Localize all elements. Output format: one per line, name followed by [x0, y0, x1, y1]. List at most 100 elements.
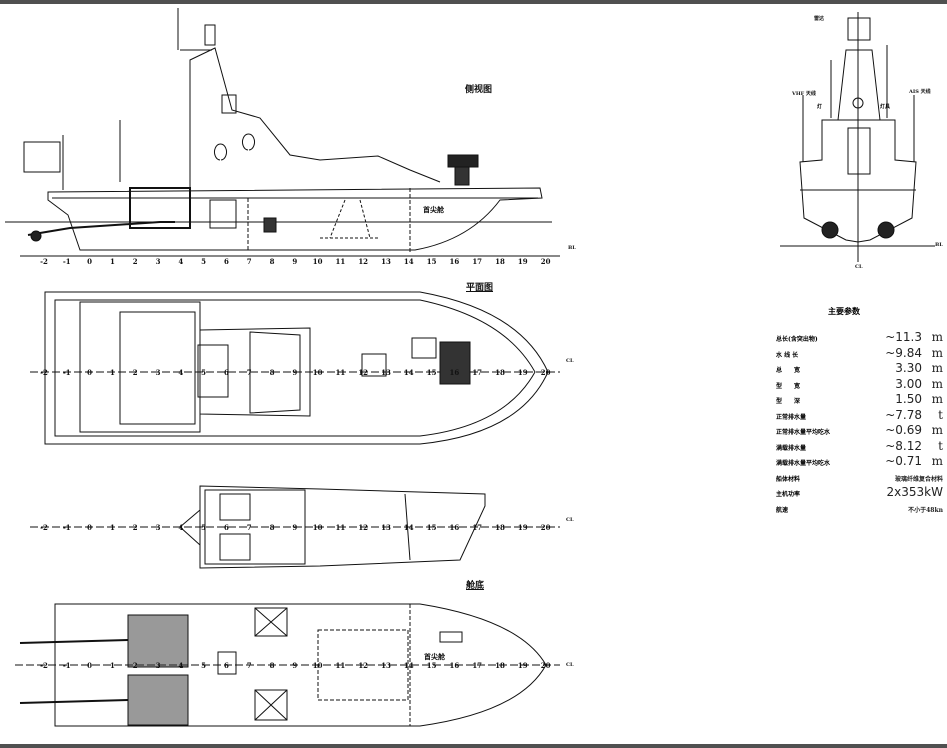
- station-label: 7: [247, 661, 252, 670]
- bottom-centerline-label: CL: [566, 662, 574, 668]
- vhf-label: VHF 天线: [792, 91, 816, 97]
- param-value: 玻璃纤维复合材料: [894, 475, 943, 483]
- top-border: [0, 0, 947, 4]
- station-label: 9: [292, 661, 297, 670]
- deck-centerline-label: CL: [566, 517, 574, 523]
- deck-view: [30, 485, 560, 569]
- station-label: 10: [313, 661, 323, 670]
- station-label: 13: [381, 257, 391, 266]
- param-row: 航速不小于48kn: [776, 501, 946, 516]
- station-label: -2: [40, 661, 48, 670]
- station-label: 20: [541, 257, 551, 266]
- station-label: 13: [381, 368, 391, 377]
- station-label: 9: [292, 368, 297, 377]
- param-value: ~8.12: [885, 438, 922, 453]
- station-label: 14: [404, 257, 414, 266]
- station-label: 7: [247, 523, 252, 532]
- param-value: ~11.3: [885, 330, 922, 344]
- param-value: 不小于48kn: [908, 506, 943, 514]
- station-label: 3: [156, 523, 161, 532]
- station-label: 3: [156, 661, 161, 670]
- station-label: 18: [495, 523, 505, 532]
- station-label: 1: [110, 523, 115, 532]
- param-unit: m: [931, 454, 943, 468]
- station-label: 4: [178, 661, 183, 670]
- param-value: 3.30: [895, 361, 922, 375]
- station-label: 18: [495, 257, 505, 266]
- station-label: 19: [518, 523, 528, 532]
- station-label: 16: [450, 257, 460, 266]
- station-label: 20: [541, 661, 551, 670]
- param-label: 总长(含突出物): [776, 336, 818, 343]
- station-label: -1: [63, 368, 71, 377]
- param-label: 主机功率: [776, 491, 801, 498]
- radar-label: 雷达: [814, 16, 825, 22]
- station-label: 16: [450, 523, 460, 532]
- param-label: 型 深: [776, 398, 801, 405]
- station-label: 10: [313, 368, 323, 377]
- station-label: 18: [495, 661, 505, 670]
- station-label: 6: [224, 523, 229, 532]
- station-label: 2: [133, 661, 138, 670]
- station-label: 14: [404, 523, 414, 532]
- param-value: 1.50: [895, 392, 922, 406]
- station-label: 1: [110, 661, 115, 670]
- station-label: 15: [427, 523, 437, 532]
- side-view-title: 侧视图: [465, 85, 493, 95]
- station-label: 13: [381, 661, 391, 670]
- bottom-view: [15, 603, 560, 727]
- station-label: 8: [270, 523, 275, 532]
- plan-view-title: 平面图: [466, 283, 494, 293]
- station-label: 15: [427, 661, 437, 670]
- station-label: -1: [63, 523, 71, 532]
- station-label: 13: [381, 523, 391, 532]
- param-label: 船体材料: [776, 475, 801, 483]
- param-label: 型 宽: [776, 382, 801, 390]
- station-label: 17: [472, 368, 482, 377]
- station-label: 7: [247, 257, 252, 266]
- station-label: 5: [201, 523, 206, 532]
- param-label: 满载排水量平均吃水: [776, 460, 831, 467]
- station-label: -2: [40, 257, 48, 266]
- station-label: 11: [336, 368, 346, 377]
- station-label: -1: [63, 257, 71, 266]
- station-label: 11: [336, 523, 346, 532]
- station-label: 1: [110, 257, 115, 266]
- param-unit: m: [931, 392, 943, 406]
- station-label: 2: [133, 368, 138, 377]
- station-label: 1: [110, 368, 115, 377]
- param-unit: t: [938, 407, 943, 422]
- station-label: 4: [178, 257, 183, 266]
- section-centerline-label: CL: [855, 264, 863, 270]
- station-label: 5: [201, 661, 206, 670]
- param-unit: m: [931, 423, 943, 437]
- plan-centerline-label: CL: [566, 358, 574, 364]
- station-label: 3: [156, 257, 161, 266]
- side-view: [5, 8, 560, 257]
- station-label: 4: [178, 368, 183, 377]
- param-row: 型 深 1.50 m: [776, 392, 946, 407]
- params-title: 主要参数: [828, 306, 860, 316]
- station-label: 17: [472, 523, 482, 532]
- section-view: [780, 12, 935, 262]
- station-label: 17: [472, 661, 482, 670]
- station-label: 19: [518, 257, 528, 266]
- station-label: 19: [518, 368, 528, 377]
- param-row: 船体材料 玻璃纤维复合材料: [776, 470, 946, 485]
- plan-view: [30, 291, 560, 445]
- station-label: -2: [40, 523, 48, 532]
- station-label: 9: [292, 257, 297, 266]
- station-label: 0: [87, 257, 92, 266]
- baseline-label: BL: [568, 245, 576, 251]
- param-value: ~9.84: [885, 345, 922, 360]
- forepeak-label: 首尖舱: [423, 205, 444, 214]
- lamp-label: 灯: [817, 104, 823, 110]
- lamp-label-right: 灯具: [880, 104, 891, 110]
- station-label: 6: [224, 661, 229, 670]
- station-label: 16: [450, 661, 460, 670]
